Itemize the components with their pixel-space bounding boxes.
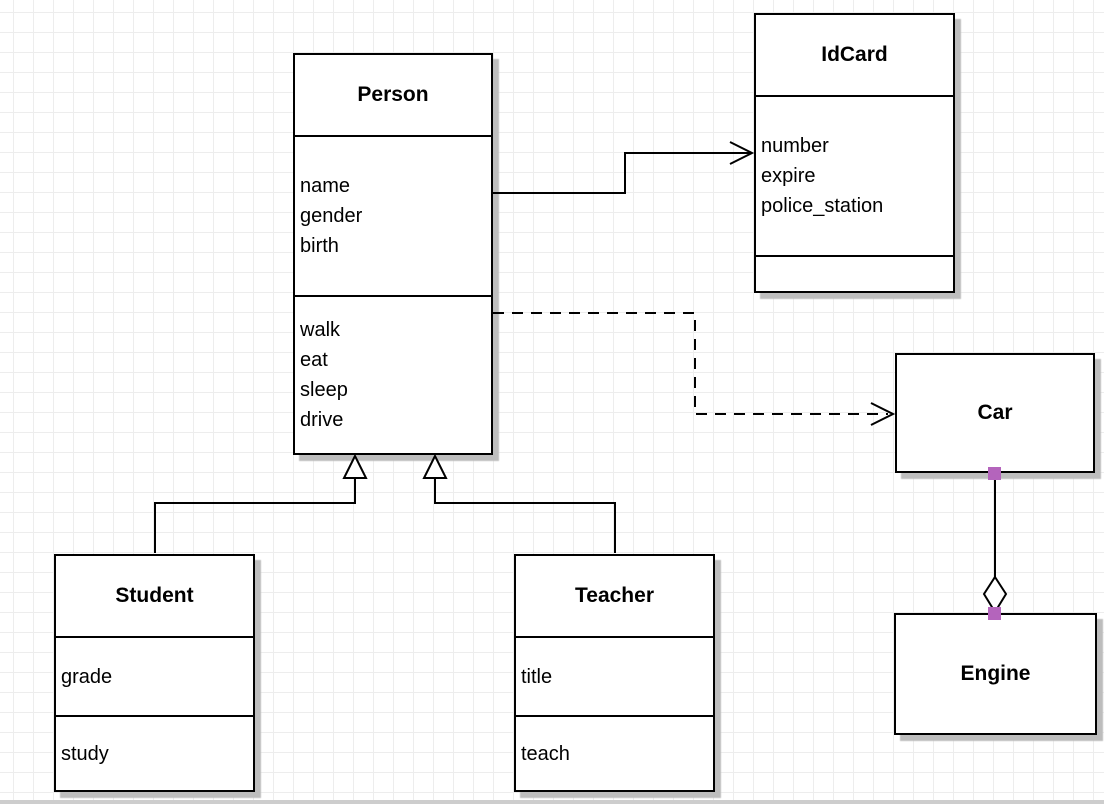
class-idcard[interactable]: IdCard number expire police_station xyxy=(754,13,955,293)
open-arrowhead-icon xyxy=(729,141,755,165)
class-teacher[interactable]: Teacher title teach xyxy=(514,554,715,792)
endpoint-handle[interactable] xyxy=(988,467,1001,480)
methods-compartment: teach xyxy=(516,715,713,790)
generalization-line xyxy=(434,478,616,553)
class-title: Car xyxy=(977,401,1013,424)
attribute: gender xyxy=(300,205,363,227)
hollow-triangle-icon xyxy=(342,453,368,479)
attributes-compartment: title xyxy=(516,636,713,715)
class-car[interactable]: Car xyxy=(895,353,1095,473)
method: study xyxy=(61,742,109,765)
generalization-teacher-person[interactable] xyxy=(422,453,616,553)
method: sleep xyxy=(300,379,348,401)
methods-compartment: study xyxy=(56,715,253,790)
method: eat xyxy=(300,349,328,371)
attributes-compartment: name gender birth xyxy=(295,135,491,295)
class-student[interactable]: Student grade study xyxy=(54,554,255,792)
hollow-triangle-icon xyxy=(422,453,448,479)
canvas-bottom-edge xyxy=(0,800,1104,804)
dependency-person-car[interactable] xyxy=(493,312,896,426)
methods-compartment xyxy=(756,255,953,291)
method: drive xyxy=(300,409,344,431)
methods-compartment: walk eat sleep drive xyxy=(295,295,491,453)
attribute: number xyxy=(761,135,829,157)
class-title: Person xyxy=(357,83,429,106)
association-person-idcard[interactable] xyxy=(493,141,755,194)
association-line xyxy=(493,152,750,194)
method: teach xyxy=(521,742,570,765)
endpoint-handle[interactable] xyxy=(988,607,1001,620)
aggregation-car-engine[interactable] xyxy=(982,467,1008,620)
class-title: IdCard xyxy=(821,43,888,66)
attribute: birth xyxy=(300,235,339,257)
open-arrowhead-icon xyxy=(870,402,896,426)
class-title: Engine xyxy=(960,662,1031,685)
dependency-line xyxy=(493,312,888,415)
attribute: police_station xyxy=(761,195,884,217)
attribute: expire xyxy=(761,165,816,187)
class-engine[interactable]: Engine xyxy=(894,613,1097,735)
attribute: grade xyxy=(61,665,113,688)
method: walk xyxy=(300,319,341,341)
attributes-compartment: number expire police_station xyxy=(756,95,953,255)
generalization-student-person[interactable] xyxy=(154,453,368,553)
generalization-line xyxy=(154,478,356,553)
class-person[interactable]: Person name gender birth walk eat sleep … xyxy=(293,53,493,455)
attribute: title xyxy=(521,665,553,688)
class-title: Teacher xyxy=(575,584,654,607)
class-title: Student xyxy=(115,584,194,607)
attributes-compartment: grade xyxy=(56,636,253,715)
attribute: name xyxy=(300,175,351,197)
